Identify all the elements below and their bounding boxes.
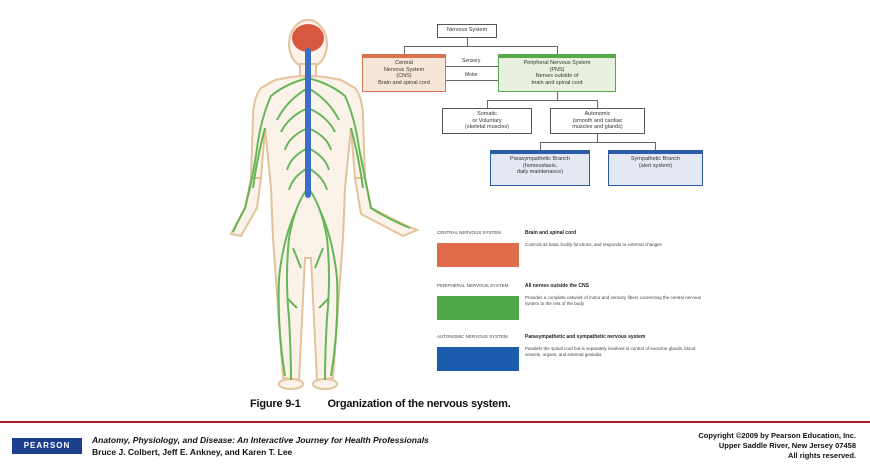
- connector: [597, 134, 598, 142]
- parasympathetic-box: Parasympathetic Branch (homeostasis, dai…: [490, 150, 590, 186]
- figure-caption-text: Organization of the nervous system.: [327, 398, 511, 410]
- figure-number: Figure 9-1: [250, 398, 301, 410]
- legend-row-pns: PERIPHERAL NERVOUS SYSTEM All nerves out…: [437, 283, 707, 343]
- sensory-arrow: [446, 66, 498, 67]
- pns-line: Nerves outside of: [535, 73, 579, 79]
- parasympathetic-line: (homeostasis,: [522, 162, 558, 169]
- motor-label: Motor: [465, 72, 478, 78]
- cns-line: Nervous System: [383, 66, 425, 73]
- autonomic-box: Autonomic (smooth and cardiac muscles an…: [550, 108, 645, 134]
- connector: [540, 142, 655, 143]
- connector: [467, 38, 468, 46]
- legend-description: Provides a complete network of motor and…: [525, 295, 702, 306]
- legend-label: CENTRAL NERVOUS SYSTEM: [437, 230, 502, 235]
- chart-root-box: Nervous System: [437, 24, 497, 38]
- cns-line: (CNS): [396, 73, 412, 79]
- connector: [597, 100, 598, 108]
- legend-title: All nerves outside the CNS: [525, 283, 589, 289]
- connector: [487, 100, 597, 101]
- root-label: Nervous System: [446, 27, 488, 33]
- legend-description: Parallels the spinal cord but is separat…: [525, 346, 696, 357]
- sensory-label: Sensory: [462, 58, 481, 64]
- figure-caption: Figure 9-1 Organization of the nervous s…: [250, 398, 511, 410]
- pns-line: brain and spinal cord: [531, 79, 583, 86]
- parasympathetic-line: daily maintenance): [516, 169, 564, 175]
- motor-arrow: [446, 80, 498, 81]
- spinal-cord-shape: [305, 48, 311, 198]
- cns-line: Brain and spinal cord: [378, 79, 430, 86]
- connector: [404, 46, 557, 47]
- connector: [655, 142, 656, 150]
- sympathetic-line: Sympathetic Branch: [630, 156, 681, 162]
- footer-divider: [0, 421, 870, 423]
- somatic-box: Somatic or Voluntary (skeletal muscles): [442, 108, 532, 134]
- cns-line: Central: [395, 60, 413, 66]
- connector: [557, 92, 558, 100]
- nervous-system-body-illustration: [229, 19, 420, 390]
- autonomic-line: muscles and glands): [572, 124, 623, 130]
- legend-description: Controls all basic bodily functions, and…: [525, 242, 662, 247]
- sympathetic-box: Sympathetic Branch (alert system): [608, 150, 703, 186]
- somatic-line: or Voluntary: [472, 117, 502, 124]
- book-authors: Bruce J. Colbert, Jeff E. Ankney, and Ka…: [92, 447, 293, 457]
- copyright-line: Upper Saddle River, New Jersey 07458: [718, 441, 856, 450]
- connector: [557, 46, 558, 54]
- copyright-notice: Copyright ©2009 by Pearson Education, In…: [698, 431, 856, 461]
- connector: [404, 46, 405, 54]
- legend-title: Parasympathetic and sympathetic nervous …: [525, 334, 646, 340]
- autonomic-line: Autonomic: [584, 111, 611, 117]
- legend-title: Brain and spinal cord: [525, 230, 577, 236]
- legend-swatch-pns: [437, 296, 519, 320]
- sympathetic-line: (alert system): [638, 162, 673, 169]
- connector: [487, 100, 488, 108]
- somatic-line: Somatic: [477, 111, 497, 117]
- pns-box: Peripheral Nervous System (PNS) Nerves o…: [498, 54, 616, 92]
- book-title: Anatomy, Physiology, and Disease: An Int…: [92, 435, 429, 445]
- autonomic-line: (smooth and cardiac: [572, 117, 623, 124]
- nerve-network: [232, 77, 411, 381]
- legend-swatch-ans: [437, 347, 519, 371]
- legend-swatch-cns: [437, 243, 519, 267]
- pns-line: (PNS): [549, 66, 565, 73]
- legend-label: AUTONOMIC NERVOUS SYSTEM: [437, 334, 508, 339]
- copyright-line: Copyright ©2009 by Pearson Education, In…: [698, 431, 856, 440]
- pns-line: Peripheral Nervous System: [523, 60, 591, 66]
- legend-row-ans: AUTONOMIC NERVOUS SYSTEM Parasympathetic…: [437, 334, 707, 394]
- copyright-line: All rights reserved.: [788, 451, 856, 460]
- legend-row-cns: CENTRAL NERVOUS SYSTEM Brain and spinal …: [437, 230, 707, 290]
- somatic-line: (skeletal muscles): [464, 124, 509, 130]
- pearson-logo: PEARSON: [12, 438, 82, 454]
- legend-label: PERIPHERAL NERVOUS SYSTEM: [437, 283, 509, 288]
- connector: [540, 142, 541, 150]
- brain-shape: [292, 24, 324, 52]
- cns-box: Central Nervous System (CNS) Brain and s…: [362, 54, 446, 92]
- parasympathetic-line: Parasympathetic Branch: [510, 156, 570, 162]
